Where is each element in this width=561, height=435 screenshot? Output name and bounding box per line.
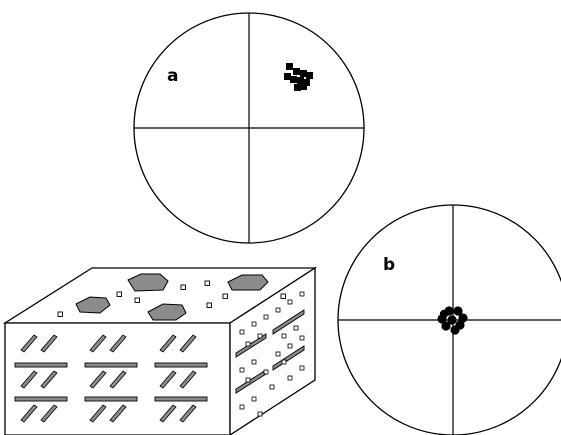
block-diagram-icon <box>5 268 315 435</box>
stereonet-a: a <box>134 13 364 243</box>
stereonet-b: b <box>338 205 561 435</box>
panel-label-a: a <box>167 66 178 86</box>
panel-label-b: b <box>383 255 395 275</box>
